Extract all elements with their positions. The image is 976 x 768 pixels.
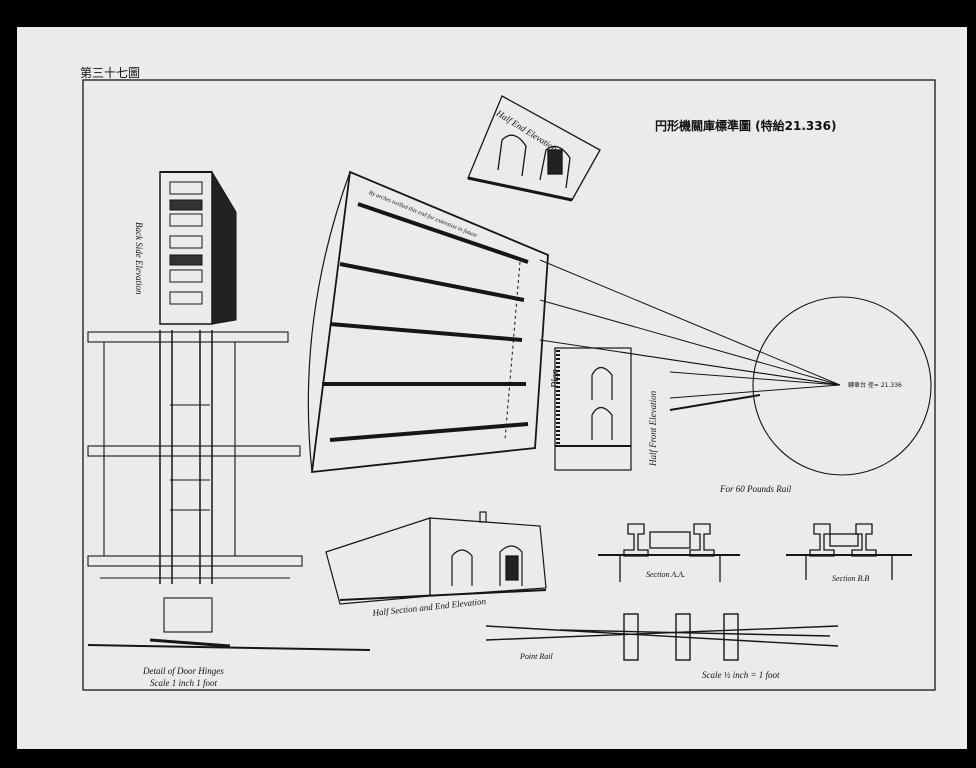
half-section-end-elevation-view	[325, 511, 547, 605]
back-side-elevation-label: Back Side Elevation	[134, 222, 144, 295]
rail-note-label: For 60 Pounds Rail	[720, 484, 792, 494]
rail-section-aa	[598, 523, 740, 582]
turntable-circle	[752, 296, 932, 476]
back-side-elevation-view	[159, 170, 237, 325]
half-end-elevation-view	[467, 95, 601, 202]
half-front-elevation-view	[554, 347, 632, 471]
door-hinges-label: Detail of Door Hinges	[143, 666, 224, 676]
door-hinge-plan-view	[87, 330, 371, 651]
section-bb-label: Section B.B	[832, 574, 870, 583]
section-aa-label: Section A.A.	[646, 570, 686, 579]
rail-section-bb	[786, 523, 912, 580]
plan-label: Plan	[550, 369, 561, 388]
drawing-frame	[82, 79, 936, 691]
turntable-diameter-label: 轉車台 徑= 21.336	[848, 382, 902, 389]
half-front-elevation-label: Half Front Elevation	[648, 390, 658, 466]
roundhouse-plan-view	[307, 170, 841, 474]
point-rail-plan-view	[485, 613, 839, 661]
rail-scale-label: Scale ½ inch = 1 foot	[702, 670, 780, 680]
drawing-sheet	[17, 27, 967, 749]
point-rail-label: Point Rail	[520, 652, 553, 661]
sheet-title: 円形機關庫標準圖 (特紿21.336)	[655, 119, 837, 133]
door-hinges-scale-label: Scale 1 inch 1 foot	[150, 678, 217, 688]
plate-number: 第三十七圖	[80, 66, 141, 80]
